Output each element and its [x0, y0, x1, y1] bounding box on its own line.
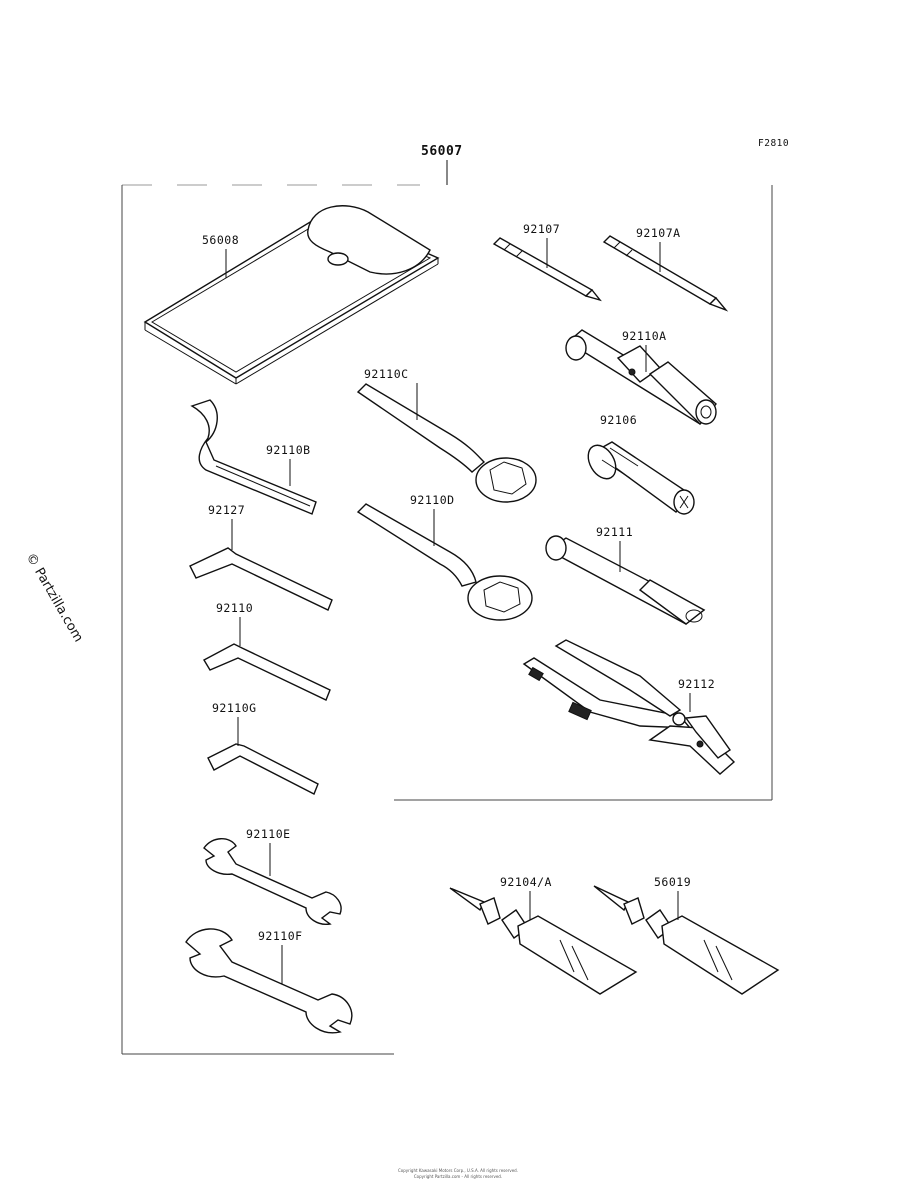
- hex-key-1: [189, 547, 333, 611]
- diagram-frame: [121, 184, 773, 1055]
- callout-screwdriver-a: 92107A: [636, 226, 681, 240]
- footer-line-2: Copyright Partzilla.com - All rights res…: [414, 1174, 502, 1179]
- hook-wrench: [190, 399, 317, 515]
- spanner-f: [185, 928, 353, 1034]
- hex-key-2: [203, 643, 331, 701]
- callout-spanner-f: 92110F: [258, 929, 303, 943]
- callout-hex-key-3: 92110G: [212, 701, 257, 715]
- figure-code: F2810: [758, 138, 789, 149]
- ring-wrench-c: [356, 383, 537, 503]
- pliers: [522, 639, 736, 775]
- screwdriver-a: [602, 235, 729, 312]
- callout-pliers: 92112: [678, 677, 715, 691]
- callout-hex-key-1: 92127: [208, 503, 245, 517]
- grease-tube: [449, 887, 638, 995]
- callout-screwdriver: 92107: [523, 222, 560, 236]
- ring-wrench-d: [356, 503, 533, 621]
- callout-socket-adapter: 92106: [600, 413, 637, 427]
- tool-pouch: [143, 205, 440, 385]
- callout-pouch: 56008: [202, 233, 239, 247]
- callout-extension: 92111: [596, 525, 633, 539]
- callout-hook-wrench: 92110B: [266, 443, 311, 457]
- callout-handle-a: 92110A: [622, 329, 667, 343]
- callout-spanner-e: 92110E: [246, 827, 291, 841]
- watermark: © Partzilla.com: [23, 551, 86, 645]
- footer-line-1: Copyright Kawasaki Motors Corp., U.S.A. …: [398, 1168, 518, 1173]
- hex-key-3: [207, 743, 319, 795]
- callout-hex-key-2: 92110: [216, 601, 253, 615]
- callout-kit: 56007: [421, 144, 463, 159]
- extension-bar: [545, 535, 706, 625]
- callout-sealant-tube: 56019: [654, 875, 691, 889]
- callout-grease-tube: 92104/A: [500, 875, 552, 889]
- callout-ring-wrench-c: 92110C: [364, 367, 409, 381]
- socket-adapter: [587, 441, 695, 515]
- spanner-e: [203, 838, 342, 925]
- sealant-tube: [593, 885, 780, 995]
- screwdriver: [492, 237, 602, 302]
- socket-handle: [565, 329, 717, 426]
- callout-ring-wrench-d: 92110D: [410, 493, 455, 507]
